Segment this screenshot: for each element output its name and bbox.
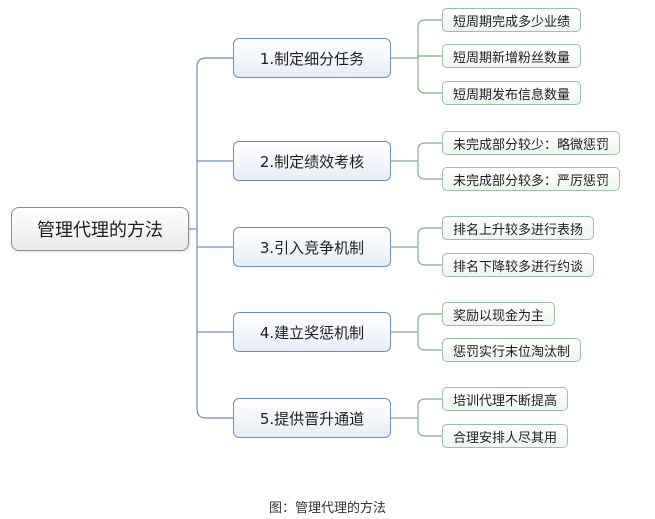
leaf-node[interactable]: 合理安排人尽其用 [442,424,569,448]
leaf-node[interactable]: 短周期完成多少业绩 [442,8,582,32]
leaf-connector [417,142,442,161]
branch-node-4[interactable]: 4.建立奖惩机制 [233,312,391,352]
branch-connector [196,229,233,419]
leaf-connector [417,332,442,351]
leaf-connector [417,58,442,94]
leaf-connector [417,227,442,247]
branch-node-3[interactable]: 3.引入竞争机制 [233,227,391,267]
leaf-connector [417,161,442,180]
leaf-node[interactable]: 奖励以现金为主 [442,302,556,326]
branch-node-5[interactable]: 5.提供晋升通道 [233,398,391,438]
leaf-node[interactable]: 未完成部分较少：略微惩罚 [442,131,621,155]
leaf-connector [417,313,442,332]
leaf-node[interactable]: 惩罚实行末位淘汰制 [442,338,582,362]
branch-connector [196,57,233,229]
leaf-connector [417,55,442,59]
leaf-node[interactable]: 排名下降较多进行约谈 [442,253,595,277]
leaf-node[interactable]: 短周期新增粉丝数量 [442,44,582,68]
leaf-node[interactable]: 排名上升较多进行表扬 [442,216,595,240]
leaf-connector [417,398,442,418]
leaf-node[interactable]: 未完成部分较多：严厉惩罚 [442,167,621,191]
leaf-connector [417,418,442,437]
branch-node-2[interactable]: 2.制定绩效考核 [233,141,391,181]
leaf-node[interactable]: 培训代理不断提高 [442,387,569,411]
leaf-node[interactable]: 短周期发布信息数量 [442,81,582,105]
root-node[interactable]: 管理代理的方法 [11,207,189,251]
branch-node-1[interactable]: 1.制定细分任务 [233,38,391,78]
figure-caption: 图：管理代理的方法 [268,501,386,516]
leaf-connector [417,247,442,266]
leaf-connector [417,19,442,58]
